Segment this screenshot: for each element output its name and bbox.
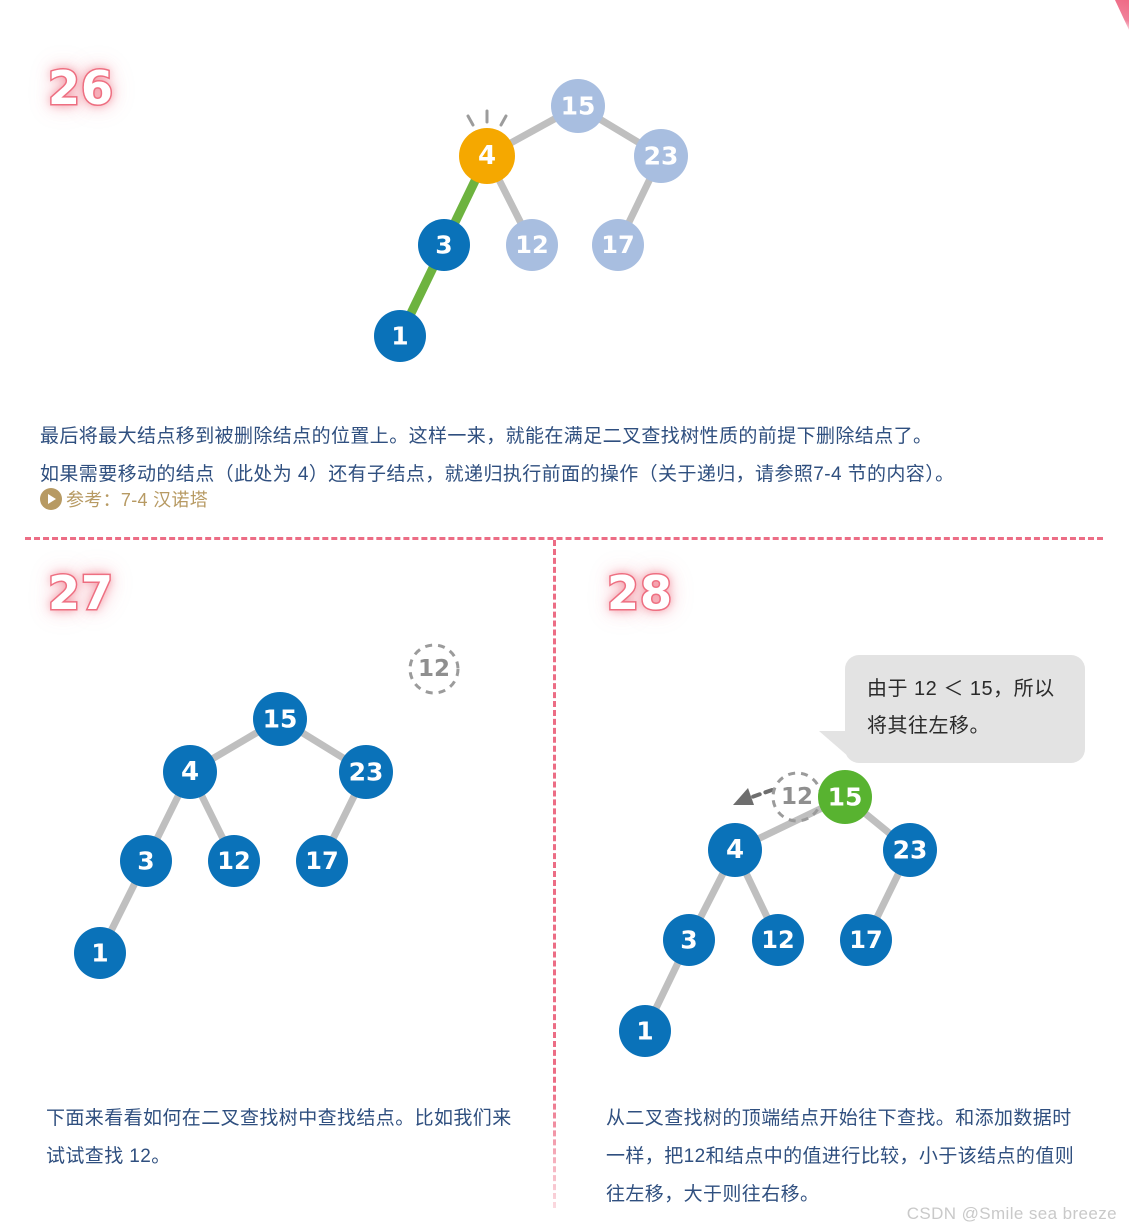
node-1 xyxy=(374,310,426,362)
step-number-27: 27 xyxy=(46,566,115,620)
reference-label: 参考：7-4 汉诺塔 xyxy=(66,490,209,510)
node-label-3: 3 xyxy=(680,926,697,955)
ghost-node-12: 12 xyxy=(408,643,460,695)
node-17 xyxy=(592,219,644,271)
tree-edges-28 xyxy=(641,793,914,1035)
node-label-4: 4 xyxy=(181,757,199,787)
tree-diagram-26: 15 23 4 12 17 3 1 xyxy=(374,79,688,362)
caption-27: 下面来看看如何在二叉查找树中查找结点。比如我们来试试查找 12。 xyxy=(46,1108,512,1167)
node-17 xyxy=(840,914,892,966)
node-15-highlight xyxy=(818,770,872,824)
node-label-23: 23 xyxy=(644,142,679,171)
play-icon xyxy=(40,488,62,510)
divider-horizontal xyxy=(25,537,1103,540)
node-3 xyxy=(663,914,715,966)
node-label-15: 15 xyxy=(263,705,298,734)
node-label-3: 3 xyxy=(137,847,154,876)
node-23 xyxy=(634,129,688,183)
speech-bubble: 由于 12 ＜ 15，所以将其往左移。 xyxy=(819,655,1085,763)
node-4-highlight xyxy=(459,128,515,184)
node-23 xyxy=(339,745,393,799)
node-label-12: 12 xyxy=(515,231,548,259)
node-12 xyxy=(208,835,260,887)
node-label-23: 23 xyxy=(893,836,928,865)
node-23 xyxy=(883,823,937,877)
ghost-node-label-12: 12 xyxy=(418,656,450,682)
node-label-3: 3 xyxy=(435,231,452,260)
node-15 xyxy=(551,79,605,133)
node-4 xyxy=(708,823,762,877)
node-label-4: 4 xyxy=(478,141,496,171)
tree-nodes-27: 15 4 23 3 12 17 1 xyxy=(74,692,393,979)
node-1 xyxy=(74,927,126,979)
step-number-28: 28 xyxy=(605,566,674,620)
move-left-arrow-icon xyxy=(733,788,774,805)
node-label-17: 17 xyxy=(849,926,882,954)
tree-nodes-28: 15 4 23 3 12 17 1 xyxy=(619,770,937,1057)
tree-diagram-27: 12 15 4 23 3 12 17 1 xyxy=(74,643,460,979)
node-label-17: 17 xyxy=(601,231,634,259)
paragraph-2: 如果需要移动的结点（此处为 4）还有子结点，就递归执行前面的操作（关于递归，请参… xyxy=(40,464,955,485)
caption-28: 从二叉查找树的顶端结点开始往下查找。和添加数据时一样，把12和结点中的值进行比较… xyxy=(606,1108,1075,1205)
divider-vertical xyxy=(553,540,556,1208)
tree-nodes-26: 15 23 4 12 17 3 1 xyxy=(374,79,688,362)
speech-bubble-text: 由于 12 ＜ 15，所以将其往左移。 xyxy=(867,678,1055,737)
node-label-12: 12 xyxy=(761,926,794,954)
node-17 xyxy=(296,835,348,887)
node-label-15: 15 xyxy=(828,783,863,812)
node-label-17: 17 xyxy=(305,847,338,875)
watermark: CSDN @Smile sea breeze xyxy=(906,1204,1117,1223)
node-label-1: 1 xyxy=(91,939,108,968)
node-3 xyxy=(418,219,470,271)
node-15 xyxy=(253,692,307,746)
node-4 xyxy=(163,745,217,799)
reference-link[interactable]: 参考：7-4 汉诺塔 xyxy=(40,486,208,512)
node-label-15: 15 xyxy=(561,92,596,121)
ghost-node-12: 12 xyxy=(771,771,823,823)
node-label-23: 23 xyxy=(349,758,384,787)
paragraph-1: 最后将最大结点移到被删除结点的位置上。这样一来，就能在满足二叉查找树性质的前提下… xyxy=(40,426,933,447)
sparkle-icon xyxy=(466,109,508,127)
node-12 xyxy=(506,219,558,271)
node-label-12: 12 xyxy=(217,847,250,875)
ghost-node-label-12: 12 xyxy=(781,784,813,810)
node-label-1: 1 xyxy=(636,1017,653,1046)
node-label-1: 1 xyxy=(391,322,408,351)
node-label-4: 4 xyxy=(726,835,744,865)
node-3 xyxy=(120,835,172,887)
step-number-26: 26 xyxy=(46,61,115,115)
tree-diagram-28: 12 15 4 23 3 12 17 1 xyxy=(619,770,937,1057)
node-12 xyxy=(752,914,804,966)
node-1 xyxy=(619,1005,671,1057)
